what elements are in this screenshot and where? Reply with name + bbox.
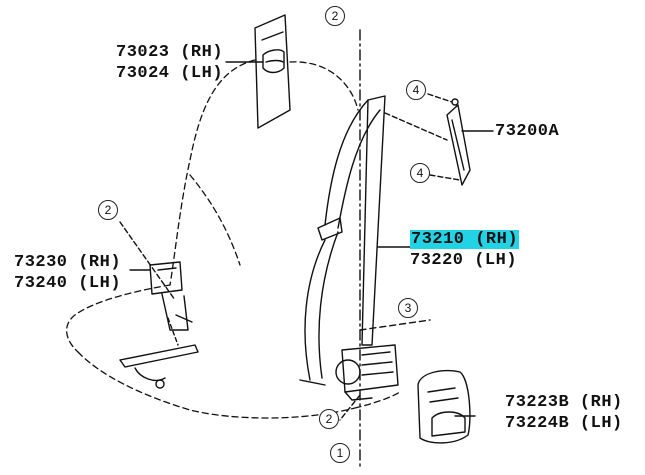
label-belt-rh: 73210 (RH) xyxy=(410,230,520,250)
label-anchor: 73200A xyxy=(495,122,560,141)
callout-bottom-lower: 1 xyxy=(330,443,350,463)
label-buckle-lh: 73240 (LH) xyxy=(14,274,122,293)
callout-buckle: 2 xyxy=(98,200,118,220)
lower-cover-drawing xyxy=(417,369,471,444)
buckle-drawing xyxy=(119,221,199,389)
label-retractor-cover-rh: 73023 (RH) xyxy=(116,43,224,62)
callout-floor: 3 xyxy=(398,298,418,318)
belt-drawing xyxy=(299,95,386,386)
highlight-belt-rh: 73210 (RH) xyxy=(410,230,520,249)
callout-anchor-upper: 4 xyxy=(406,80,426,100)
label-belt-lh: 73220 (LH) xyxy=(410,251,518,270)
upper-cover-drawing xyxy=(254,14,291,129)
label-cover-lh: 73224B (LH) xyxy=(505,414,623,433)
retractor-drawing xyxy=(335,344,399,401)
label-buckle-rh: 73230 (RH) xyxy=(14,253,122,272)
anchor-drawing xyxy=(384,93,471,186)
callout-anchor-lower: 4 xyxy=(410,163,430,183)
label-retractor-cover-lh: 73024 (LH) xyxy=(116,64,224,83)
seat-outline xyxy=(66,59,401,419)
callout-bottom-upper: 2 xyxy=(319,409,339,429)
callout-top: 2 xyxy=(325,6,345,26)
label-cover-rh: 73223B (RH) xyxy=(505,393,623,412)
